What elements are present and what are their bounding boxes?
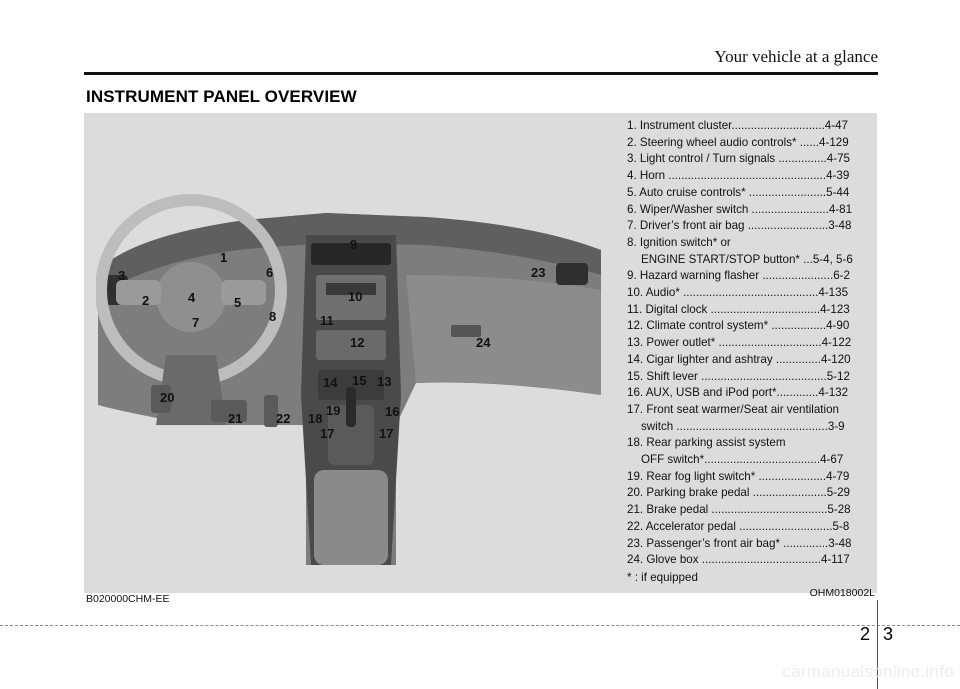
list-item: 1. Instrument cluster...................… [627,118,871,135]
callout-24: 24 [476,335,491,350]
callout-4: 4 [188,290,196,305]
list-item: 2. Steering wheel audio controls* ......… [627,135,871,152]
callout-13: 13 [377,374,391,389]
center-armrest [314,470,388,565]
right-vent [556,263,588,285]
header-rule [84,72,878,75]
list-item: 10. Audio* .............................… [627,285,871,302]
list-item: 3. Light control / Turn signals ........… [627,151,871,168]
list-item: 15. Shift lever ........................… [627,369,871,386]
callout-16: 16 [385,404,399,419]
list-item: 7. Driver’s front air bag ..............… [627,218,871,235]
callout-7: 7 [192,315,199,330]
list-item: 5. Auto cruise controls* ...............… [627,185,871,202]
dashboard-illustration: 1 2 3 4 5 6 7 8 9 10 11 12 13 14 15 16 1… [96,125,606,565]
callout-10: 10 [348,289,362,304]
running-header: Your vehicle at a glance [715,47,879,67]
list-item: 11. Digital clock ......................… [627,302,871,319]
callout-5: 5 [234,295,241,310]
callout-21: 21 [228,411,242,426]
footer-dashed-rule [0,625,960,626]
list-item: 22. Accelerator pedal ..................… [627,519,871,536]
page-heading: INSTRUMENT PANEL OVERVIEW [86,87,357,107]
callout-17b: 17 [379,426,393,441]
callout-20: 20 [160,390,174,405]
reference-code: B020000CHM-EE [86,593,169,605]
callout-6: 6 [266,265,273,280]
steering-spoke-left [116,280,161,305]
list-item: 20. Parking brake pedal ................… [627,485,871,502]
list-item: 12. Climate control system* ............… [627,318,871,335]
callout-17a: 17 [320,426,334,441]
list-item: 21. Brake pedal ........................… [627,502,871,519]
callout-18: 18 [308,411,322,426]
list-item: 23. Passenger’s front air bag* .........… [627,536,871,553]
callout-8: 8 [269,309,276,324]
callout-3: 3 [118,268,125,283]
chapter-number: 2 [860,624,870,645]
shift-lever [346,387,356,427]
list-item: 13. Power outlet* ......................… [627,335,871,352]
footnote: * : if equipped [627,570,871,587]
list-item: 17. Front seat warmer/Seat air ventilati… [627,402,871,435]
component-list: 1. Instrument cluster...................… [627,118,871,587]
callout-19: 19 [326,403,340,418]
callout-1: 1 [220,250,227,265]
callout-12: 12 [350,335,364,350]
callout-22: 22 [276,411,290,426]
callout-23: 23 [531,265,545,280]
page-number: 3 [883,624,893,645]
list-item: 16. AUX, USB and iPod port*.............… [627,385,871,402]
passenger-dash [406,275,601,395]
list-item: 14. Cigar lighter and ashtray ..........… [627,352,871,369]
callout-2: 2 [142,293,149,308]
watermark: carmanualsonline.info [782,662,954,682]
callout-15: 15 [352,373,366,388]
list-item: 24. Glove box ..........................… [627,552,871,569]
list-item: 4. Horn ................................… [627,168,871,185]
callout-9: 9 [350,237,357,252]
list-item: 6. Wiper/Washer switch .................… [627,202,871,219]
callout-11: 11 [320,313,334,328]
list-item: 9. Hazard warning flasher ..............… [627,268,871,285]
callout-14: 14 [323,375,338,390]
steering-spoke-right [221,280,266,305]
image-code: OHM018002L [810,587,875,599]
list-item: 19. Rear fog light switch* .............… [627,469,871,486]
